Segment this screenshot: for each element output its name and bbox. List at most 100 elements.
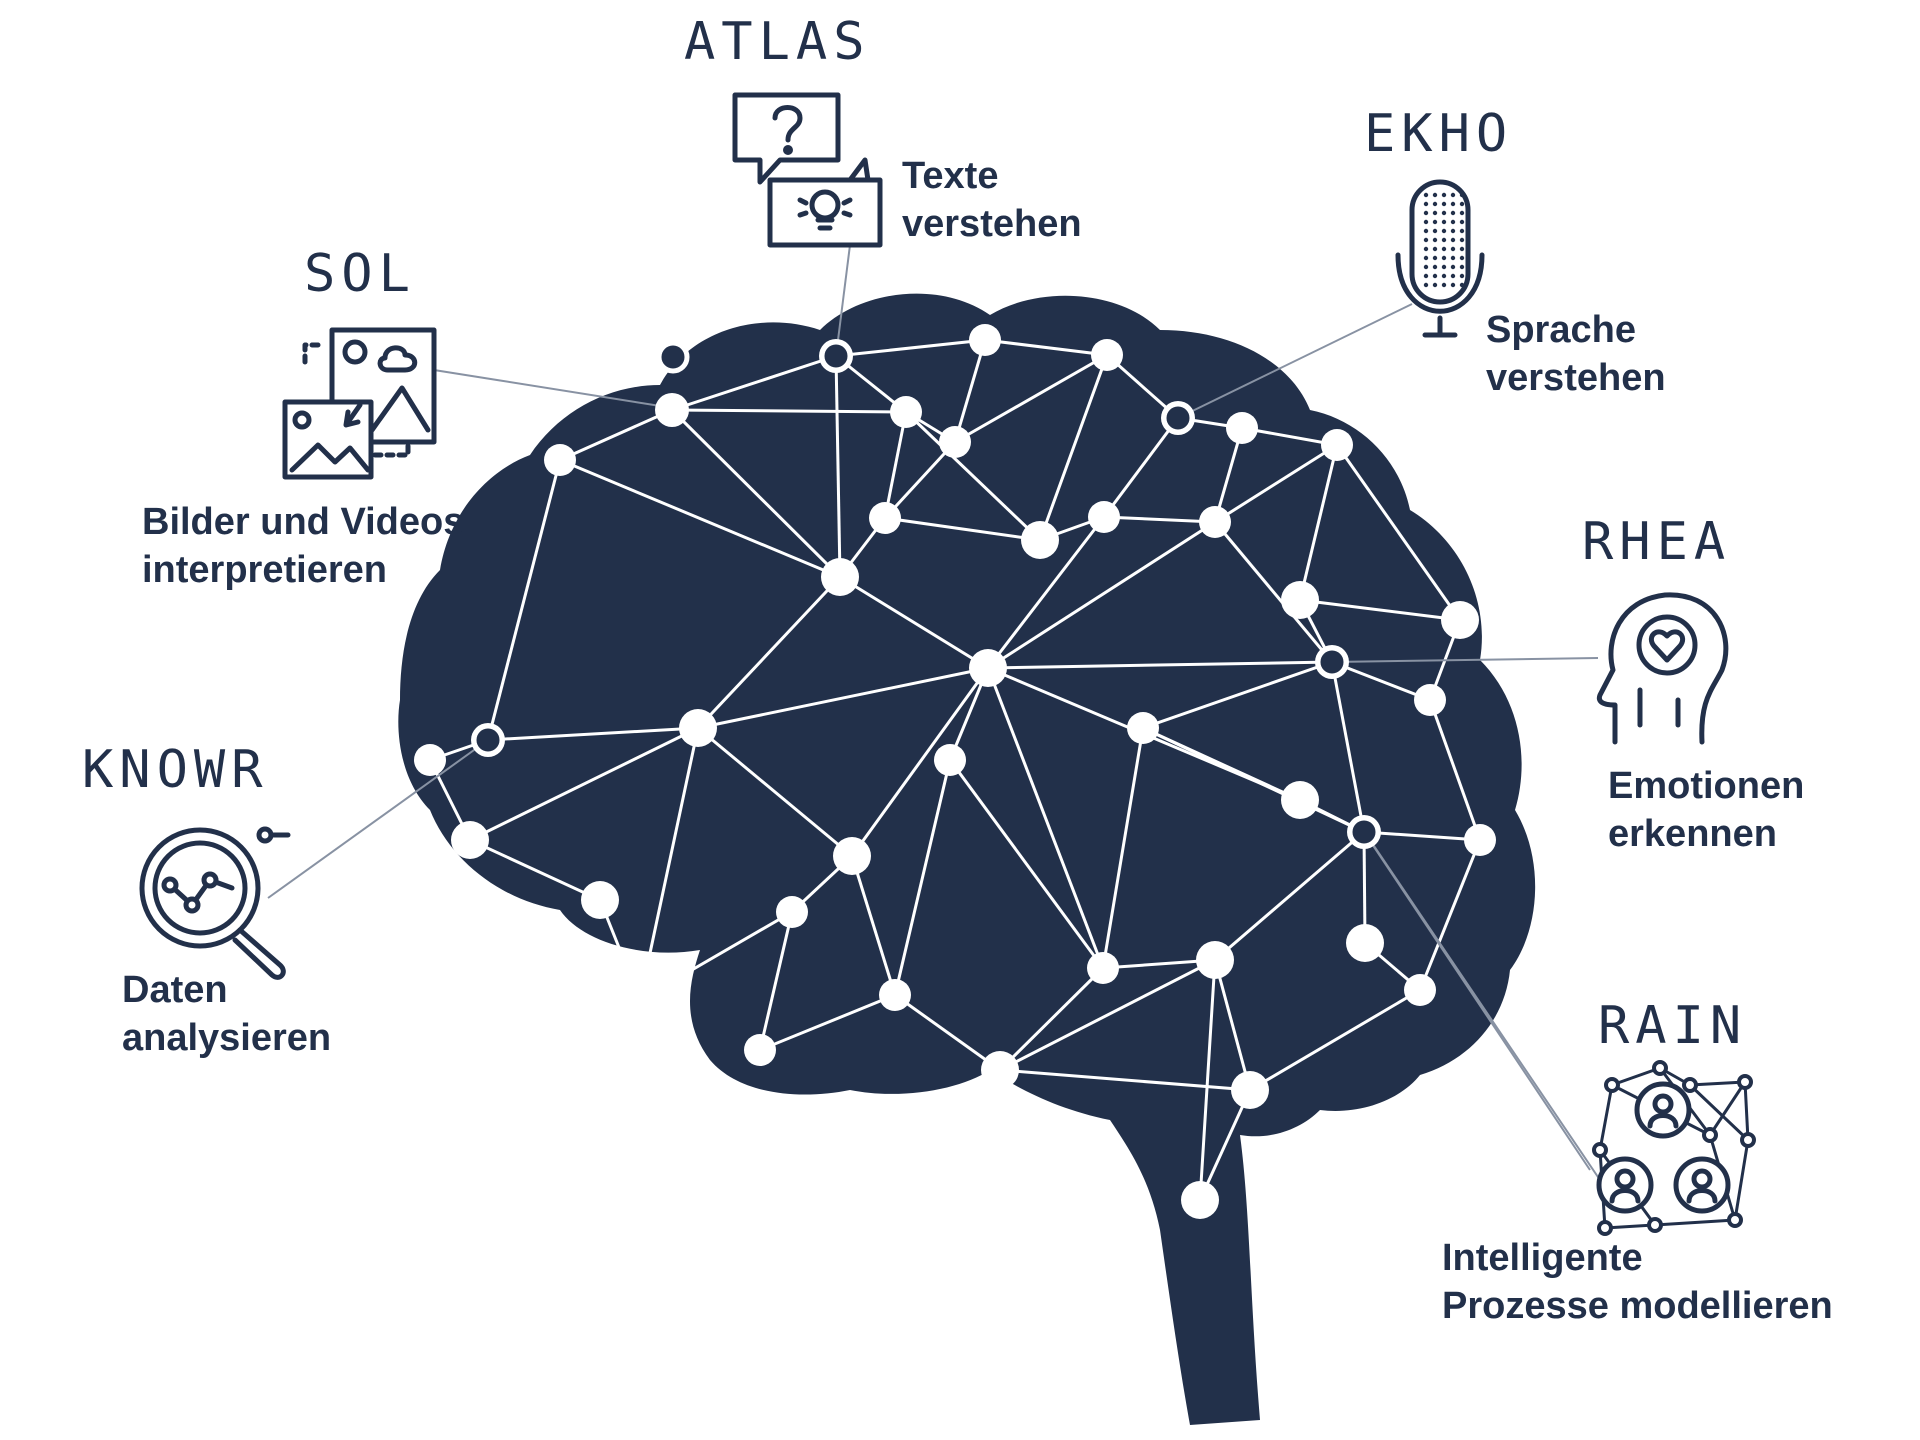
network-node [1127, 712, 1159, 744]
rain-net-edge [1745, 1082, 1748, 1140]
people-network-icon [1594, 1062, 1754, 1234]
mic-grille-dot [1424, 256, 1428, 260]
mic-grille-dot [1424, 220, 1428, 224]
network-node [969, 649, 1007, 687]
mic-grille-dot [1442, 193, 1446, 197]
rain-net-node [1654, 1062, 1666, 1074]
mic-grille-dot [1433, 229, 1437, 233]
network-node [1021, 521, 1059, 559]
network-node [1231, 1071, 1269, 1109]
rain-net-node [1599, 1222, 1611, 1234]
mic-grille-dot [1442, 238, 1446, 242]
mic-grille-dot [1451, 202, 1455, 206]
hub-node [1164, 404, 1192, 432]
mic-grille-dot [1433, 202, 1437, 206]
rain-net-node [1606, 1079, 1618, 1091]
mic-grille-dot [1424, 238, 1428, 242]
mic-grille-dot [1460, 220, 1464, 224]
network-node [414, 744, 446, 776]
hub-node [474, 726, 502, 754]
atlas-description: Texte verstehen [902, 152, 1082, 248]
network-node [1226, 412, 1258, 444]
network-node [981, 1051, 1019, 1089]
mic-grille-dot [1424, 274, 1428, 278]
network-edge [672, 410, 906, 412]
sol-description-line2: interpretieren [142, 546, 464, 594]
atlas-description-line2: verstehen [902, 200, 1082, 248]
mic-grille-dot [1442, 283, 1446, 287]
hub-node [659, 343, 687, 371]
sol-description-line1: Bilder und Videos [142, 498, 464, 546]
mic-grille-dot [1433, 193, 1437, 197]
mic-grille-dot [1460, 256, 1464, 260]
network-node [1091, 339, 1123, 371]
chat-question-idea-icon [735, 95, 880, 245]
network-node [1196, 941, 1234, 979]
mic-grille-dot [1442, 211, 1446, 215]
rain-net-node [1684, 1079, 1696, 1091]
mic-grille-dot [1460, 211, 1464, 215]
hub-node [822, 342, 850, 370]
knowr-description-line1: Daten [122, 966, 331, 1014]
head-heart-icon [1599, 595, 1726, 742]
network-node [1404, 974, 1436, 1006]
mic-grille-dot [1460, 274, 1464, 278]
mic-grille-dot [1433, 283, 1437, 287]
sol-description: Bilder und Videos interpretieren [142, 498, 464, 594]
mic-grille-dot [1433, 220, 1437, 224]
hub-node [1350, 818, 1378, 846]
network-node [1464, 824, 1496, 856]
mic-grille-dot [1451, 193, 1455, 197]
mic-grille-dot [1424, 229, 1428, 233]
network-node [969, 324, 1001, 356]
network-node [821, 558, 859, 596]
rhea-description: Emotionen erkennen [1608, 762, 1804, 858]
ekho-description-line1: Sprache [1486, 306, 1666, 354]
mic-grille-dot [1442, 265, 1446, 269]
mic-grille-dot [1433, 238, 1437, 242]
rain-net-edge [1690, 1082, 1745, 1085]
network-node [1281, 781, 1319, 819]
rain-net-node [1594, 1144, 1606, 1156]
ekho-description-line2: verstehen [1486, 354, 1666, 402]
knowr-description: Daten analysieren [122, 966, 331, 1062]
mic-grille-dot [1442, 202, 1446, 206]
network-node [1321, 429, 1353, 461]
mic-grille-dot [1442, 256, 1446, 260]
mic-grille-dot [1424, 265, 1428, 269]
network-node [934, 744, 966, 776]
mic-grille-dot [1433, 274, 1437, 278]
network-node [581, 881, 619, 919]
magnifier-chart-icon [142, 829, 288, 977]
mic-grille-dot [1442, 229, 1446, 233]
mic-grille-dot [1460, 238, 1464, 242]
rain-net-node [1729, 1214, 1741, 1226]
network-node [1181, 1181, 1219, 1219]
rain-net-node [1739, 1076, 1751, 1088]
mic-grille-dot [1451, 238, 1455, 242]
mic-grille-dot [1460, 265, 1464, 269]
mic-grille-dot [1460, 283, 1464, 287]
mic-grille-dot [1451, 229, 1455, 233]
mic-grille-dot [1451, 256, 1455, 260]
mic-grille-dot [1424, 193, 1428, 197]
network-node [655, 393, 689, 427]
mic-grille-dot [1442, 247, 1446, 251]
network-node [776, 896, 808, 928]
mic-grille-dot [1451, 247, 1455, 251]
rhea-description-line2: erkennen [1608, 810, 1804, 858]
hub-node [1318, 648, 1346, 676]
sol-title: SOL [304, 248, 416, 300]
knowr-title: KNOWR [82, 744, 269, 796]
network-node [890, 396, 922, 428]
mic-grille-dot [1433, 256, 1437, 260]
network-node [1441, 601, 1479, 639]
mic-grille-dot [1424, 247, 1428, 251]
network-node [869, 502, 901, 534]
images-icon [285, 330, 434, 477]
mic-grille-dot [1433, 265, 1437, 269]
rain-net-node [1649, 1219, 1661, 1231]
rain-net-edge [1600, 1085, 1612, 1150]
microphone-icon [1398, 182, 1482, 335]
